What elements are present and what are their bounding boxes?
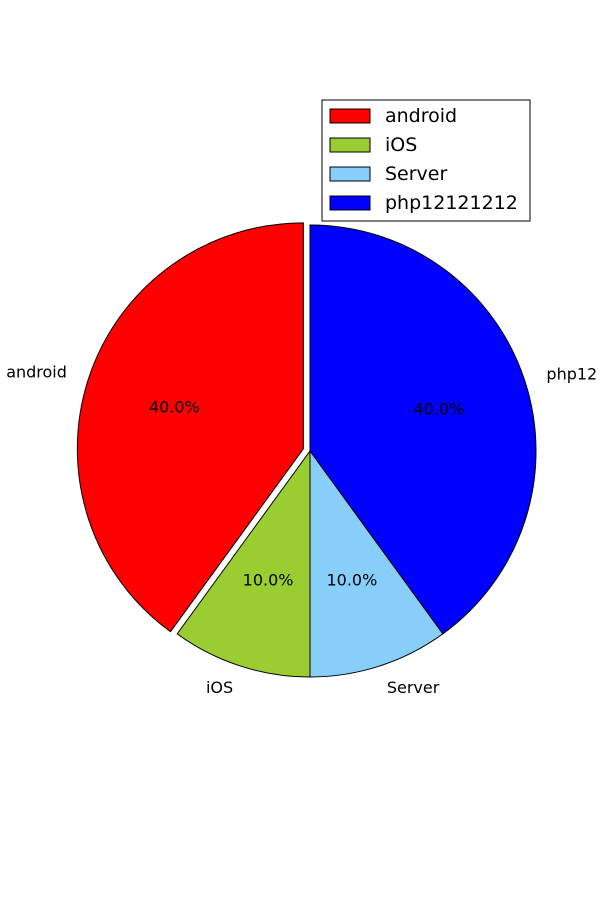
pie-percent-label-android: 40.0%	[149, 397, 200, 416]
pie-slice-php12121212	[309, 224, 537, 635]
pie-slice-android	[76, 222, 304, 633]
pie-category-label-android: android	[6, 363, 67, 382]
legend-swatch-ios	[329, 137, 371, 153]
legend-swatch-android	[329, 108, 371, 124]
legend-label-php12121212: php12121212	[385, 192, 518, 214]
legend-label-ios: iOS	[385, 134, 417, 156]
pie-percent-label-ios: 10.0%	[243, 570, 294, 589]
legend-swatch-server	[329, 166, 371, 182]
pie-slice-ios	[176, 449, 311, 678]
pie-category-label-ios: iOS	[206, 678, 233, 697]
pie-slice-server	[309, 449, 444, 678]
legend-label-android: android	[385, 105, 457, 127]
pie-percent-label-php12121212: 40.0%	[414, 400, 465, 419]
chart-legend: android iOS Server php12121212	[321, 99, 531, 222]
pie-category-label-php12121212: php12	[546, 365, 597, 384]
pie-category-label-server: Server	[387, 678, 440, 697]
legend-swatch-php12121212	[329, 195, 371, 211]
pie-percent-label-server: 10.0%	[326, 570, 377, 589]
legend-label-server: Server	[385, 163, 447, 185]
